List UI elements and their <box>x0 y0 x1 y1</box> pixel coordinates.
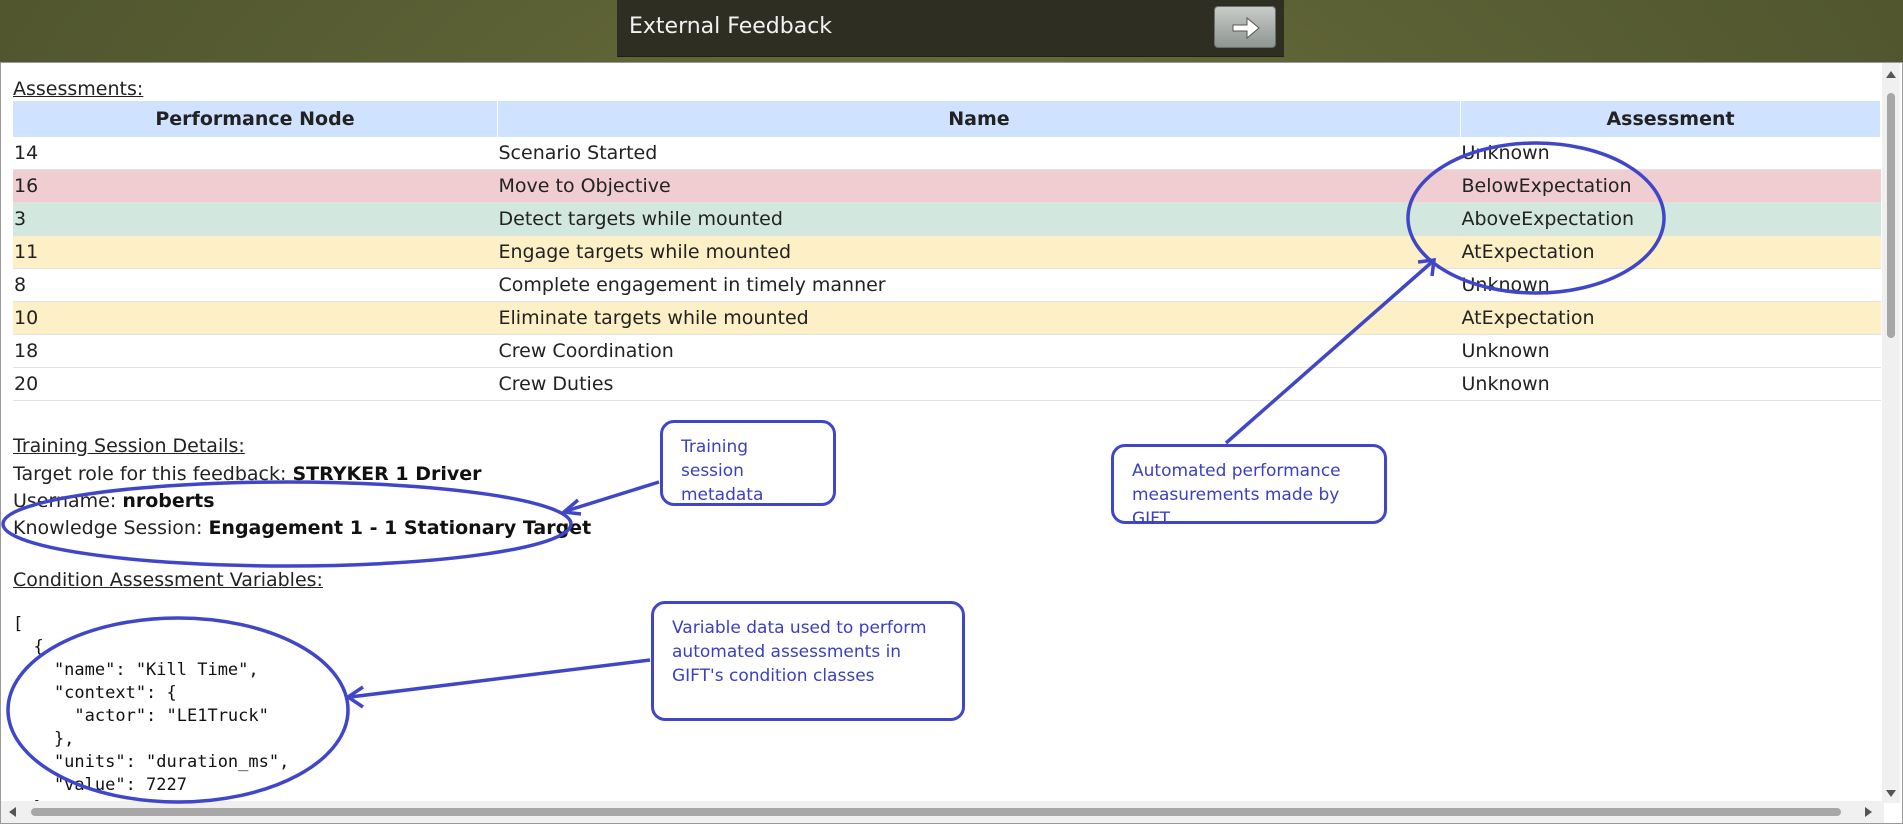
vertical-scrollbar[interactable] <box>1882 63 1900 803</box>
header-bar: External Feedback <box>617 0 1284 57</box>
horizontal-scroll-thumb[interactable] <box>31 808 1841 816</box>
name-cell: Crew Coordination <box>497 334 1461 368</box>
assessments-table: Performance Node Name Assessment 14 Scen… <box>13 101 1881 401</box>
scroll-up-icon[interactable] <box>1886 71 1896 78</box>
condition-variables-json: [ { "name": "Kill Time", "context": { "a… <box>13 613 289 820</box>
table-row[interactable]: 20 Crew Duties Unknown <box>13 367 1881 401</box>
assessment-cell: Unknown <box>1460 367 1881 401</box>
scroll-right-icon[interactable] <box>1865 807 1872 817</box>
assessment-cell: BelowExpectation <box>1460 169 1881 203</box>
target-role-label: Target role for this feedback: <box>13 463 287 485</box>
table-row[interactable]: 11 Engage targets while mounted AtExpect… <box>13 235 1881 269</box>
knowledge-session-label: Knowledge Session: <box>13 517 203 539</box>
json-line: "units": "duration_ms", <box>13 752 290 772</box>
table-row[interactable]: 16 Move to Objective BelowExpectation <box>13 169 1881 203</box>
name-cell: Move to Objective <box>497 169 1461 203</box>
column-header-name[interactable]: Name <box>497 101 1461 137</box>
json-line: { <box>13 637 44 657</box>
condition-variables-label: Condition Assessment Variables: <box>13 569 323 591</box>
continue-button[interactable] <box>1214 6 1276 48</box>
variable-data-callout: Variable data used to perform automated … <box>651 601 965 721</box>
table-row[interactable]: 10 Eliminate targets while mounted AtExp… <box>13 301 1881 335</box>
name-cell: Engage targets while mounted <box>497 235 1461 269</box>
username-value: nroberts <box>122 490 215 512</box>
assessments-label: Assessments: <box>13 78 144 100</box>
assessment-cell: AtExpectation <box>1460 235 1881 269</box>
name-cell: Detect targets while mounted <box>497 202 1461 236</box>
session-details-label: Training Session Details: <box>13 435 245 457</box>
username-line: Username: nroberts <box>13 490 215 512</box>
json-line: [ <box>13 614 24 634</box>
column-header-node[interactable]: Performance Node <box>13 101 498 137</box>
vertical-scroll-thumb[interactable] <box>1887 93 1895 338</box>
column-header-assessment[interactable]: Assessment <box>1460 101 1881 137</box>
name-cell: Scenario Started <box>497 137 1461 170</box>
node-cell: 14 <box>13 137 498 170</box>
name-cell: Crew Duties <box>497 367 1461 401</box>
assessment-cell: Unknown <box>1460 334 1881 368</box>
session-metadata-callout: Training session metadata <box>660 420 836 506</box>
node-cell: 10 <box>13 301 498 335</box>
name-cell: Complete engagement in timely manner <box>497 268 1461 302</box>
arrow-right-icon <box>1232 16 1260 40</box>
node-cell: 18 <box>13 334 498 368</box>
json-line: }, <box>13 729 75 749</box>
target-role-value: STRYKER 1 Driver <box>292 463 482 485</box>
table-row[interactable]: 3 Detect targets while mounted AboveExpe… <box>13 202 1881 236</box>
table-row[interactable]: 14 Scenario Started Unknown <box>13 137 1881 170</box>
node-cell: 16 <box>13 169 498 203</box>
json-line: "actor": "LE1Truck" <box>13 706 269 726</box>
knowledge-session-line: Knowledge Session: Engagement 1 - 1 Stat… <box>13 517 591 539</box>
name-cell: Eliminate targets while mounted <box>497 301 1461 335</box>
assessment-cell: AtExpectation <box>1460 301 1881 335</box>
scroll-down-icon[interactable] <box>1886 790 1896 797</box>
node-cell: 3 <box>13 202 498 236</box>
json-line: "context": { <box>13 683 177 703</box>
scroll-left-icon[interactable] <box>9 807 16 817</box>
json-line: "value": 7227 <box>13 775 187 795</box>
knowledge-session-value: Engagement 1 - 1 Stationary Target <box>208 517 592 539</box>
assessment-cell: AboveExpectation <box>1460 202 1881 236</box>
node-cell: 20 <box>13 367 498 401</box>
target-role-line: Target role for this feedback: STRYKER 1… <box>13 463 482 485</box>
node-cell: 8 <box>13 268 498 302</box>
assessment-cell: Unknown <box>1460 268 1881 302</box>
json-line: "name": "Kill Time", <box>13 660 259 680</box>
table-row[interactable]: 18 Crew Coordination Unknown <box>13 334 1881 368</box>
username-label: Username: <box>13 490 117 512</box>
gift-measurements-callout: Automated performance measurements made … <box>1111 444 1387 529</box>
assessment-cell: Unknown <box>1460 137 1881 170</box>
horizontal-scrollbar[interactable] <box>1 801 1884 823</box>
table-row[interactable]: 8 Complete engagement in timely manner U… <box>13 268 1881 302</box>
page-title: External Feedback <box>629 14 833 39</box>
feedback-panel: Assessments: Performance Node Name Asses… <box>0 62 1903 824</box>
node-cell: 11 <box>13 235 498 269</box>
